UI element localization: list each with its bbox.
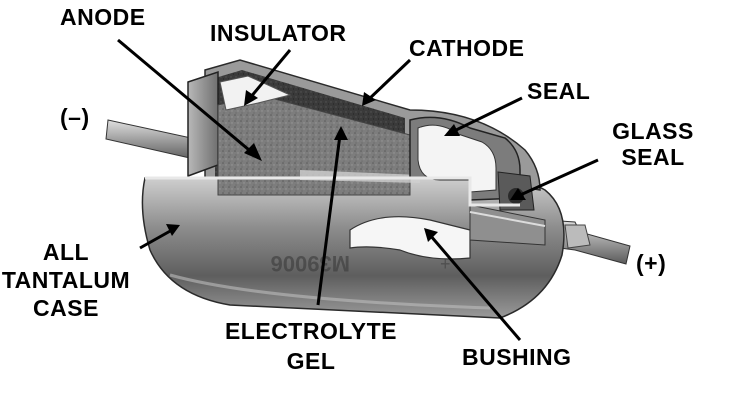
label-seal: SEAL bbox=[527, 78, 591, 104]
cathode-pointer bbox=[366, 58, 412, 102]
label-case-line3: CASE bbox=[33, 295, 99, 321]
label-glass-seal-line2: SEAL bbox=[621, 144, 685, 170]
label-electrolyte-line1: ELECTROLYTE bbox=[224, 318, 398, 344]
pointer-arrowheads bbox=[166, 90, 526, 242]
anode-arrowhead bbox=[244, 143, 262, 161]
cathode-arrowhead bbox=[362, 92, 376, 106]
label-case-line2: TANTALUM bbox=[1, 267, 131, 293]
case-cut-rim bbox=[145, 176, 520, 207]
label-glass-seal: GLASS SEAL bbox=[603, 118, 703, 170]
bushing-arrowhead bbox=[424, 228, 438, 242]
electrolyte-arrowhead bbox=[334, 126, 348, 140]
glass-seal-arrowhead bbox=[510, 188, 526, 200]
label-case-line1: ALL bbox=[42, 239, 90, 265]
label-insulator: INSULATOR bbox=[210, 20, 347, 46]
pointer-lines bbox=[117, 38, 599, 341]
seal-assembly bbox=[409, 116, 535, 211]
label-bushing: BUSHING bbox=[462, 344, 572, 370]
seal-pointer bbox=[451, 96, 523, 134]
label-electrolyte-line2: GEL bbox=[286, 348, 336, 374]
seal-arrowhead bbox=[444, 124, 460, 136]
label-electrolyte-gel: ELECTROLYTE GEL bbox=[188, 316, 434, 376]
case-plus-mark: + bbox=[440, 254, 451, 274]
label-case: ALL TANTALUM CASE bbox=[0, 238, 132, 322]
case-arrowhead bbox=[166, 224, 180, 236]
label-anode: ANODE bbox=[60, 4, 146, 30]
electrolyte-pointer bbox=[316, 134, 342, 306]
end-cap-left bbox=[187, 70, 219, 178]
glass-seal-pointer bbox=[517, 158, 599, 198]
insulator-arrowhead bbox=[244, 90, 258, 106]
positive-lead bbox=[544, 219, 631, 265]
label-plus: (+) bbox=[636, 250, 667, 276]
case-pointer bbox=[139, 228, 173, 250]
label-glass-seal-line1: GLASS bbox=[612, 118, 694, 144]
insulator-pointer bbox=[248, 49, 292, 99]
bushing-pointer bbox=[428, 234, 522, 341]
label-cathode: CATHODE bbox=[409, 35, 525, 61]
label-minus: (–) bbox=[60, 104, 90, 130]
case-marking: M39006 bbox=[270, 251, 350, 276]
anode-pointer bbox=[117, 38, 256, 157]
